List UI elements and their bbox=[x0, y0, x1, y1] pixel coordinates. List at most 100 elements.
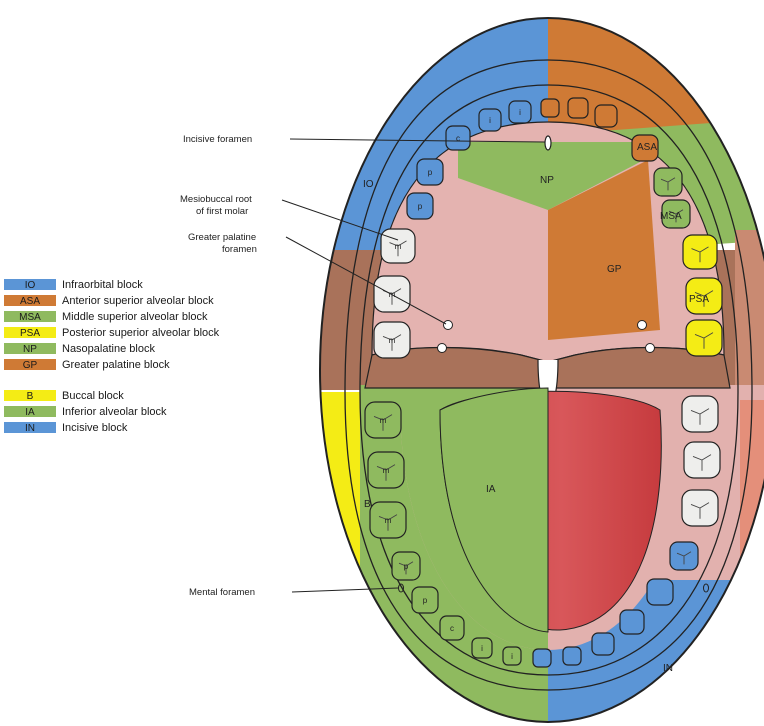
upper-left-tooth-1: i bbox=[509, 101, 531, 123]
lower-left-tooth-2: m bbox=[368, 452, 404, 488]
upper-front-tooth-1 bbox=[541, 99, 559, 117]
upper-left-tooth-6-label: m bbox=[395, 242, 402, 251]
legend-item-asa: ASA Anterior superior alveolar block bbox=[4, 295, 214, 307]
lower-left-tooth-1: m bbox=[365, 402, 401, 438]
legend-label-psa: Posterior superior alveolar block bbox=[62, 327, 220, 339]
legend-item-io: IO Infraorbital block bbox=[4, 279, 143, 291]
greater-palatine-foramen-left-1 bbox=[444, 321, 453, 330]
legend-label-io: Infraorbital block bbox=[62, 279, 143, 291]
legend-item-psa: PSA Posterior superior alveolar block bbox=[4, 327, 220, 339]
lower-left-tooth-8: i bbox=[503, 647, 521, 665]
legend-label-b: Buccal block bbox=[62, 390, 124, 402]
legend: IO Infraorbital block ASA Anterior super… bbox=[4, 279, 220, 434]
lower-right-tooth-1 bbox=[533, 649, 551, 667]
legend-abbr-ia: IA bbox=[25, 407, 35, 418]
lower-right-tooth-5-crown bbox=[647, 579, 673, 605]
legend-abbr-in: IN bbox=[25, 423, 35, 434]
legend-abbr-asa: ASA bbox=[20, 296, 40, 307]
lower-left-tooth-3: m bbox=[370, 502, 406, 538]
upper-front-tooth-2 bbox=[568, 98, 588, 118]
lower-right-tooth-3-crown bbox=[592, 633, 614, 655]
callout-mental-foramen: Mental foramen bbox=[189, 587, 255, 598]
legend-item-np: NP Nasopalatine block bbox=[4, 343, 155, 355]
lower-right-tooth-9 bbox=[682, 396, 718, 432]
region-label-io: IO bbox=[363, 179, 374, 190]
lower-right-tooth-7 bbox=[682, 490, 718, 526]
legend-abbr-b: B bbox=[27, 391, 34, 402]
upper-left-tooth-4: p bbox=[417, 159, 443, 185]
callout-mesiobuccal-2: of first molar bbox=[196, 206, 248, 217]
lower-left-tooth-5: p bbox=[412, 587, 438, 613]
lower-right-tooth-5 bbox=[647, 579, 673, 605]
upper-left-tooth-2-label: i bbox=[489, 116, 491, 125]
legend-abbr-gp: GP bbox=[23, 360, 38, 371]
lower-left-tooth-8-label: i bbox=[511, 652, 513, 661]
lower-left-tooth-5-label: p bbox=[423, 596, 428, 605]
upper-left-tooth-3-label: c bbox=[456, 134, 460, 143]
upper-left-tooth-2: i bbox=[479, 109, 501, 131]
region-label-b: B bbox=[364, 499, 371, 510]
upper-left-tooth-7: m bbox=[374, 276, 410, 312]
callout-greater-palatine-1: Greater palatine bbox=[188, 232, 256, 243]
region-label-psa: PSA bbox=[689, 294, 709, 305]
legend-abbr-np: NP bbox=[23, 344, 37, 355]
lower-left-tooth-4: p bbox=[392, 552, 420, 580]
region-label-np: NP bbox=[540, 175, 554, 186]
region-label-in: IN bbox=[663, 663, 673, 674]
upper-right-tooth-6 bbox=[686, 320, 722, 356]
legend-label-asa: Anterior superior alveolar block bbox=[62, 295, 214, 307]
upper-front-tooth-2-crown bbox=[568, 98, 588, 118]
lower-left-tooth-4-label: p bbox=[404, 562, 409, 571]
lower-left-tooth-7-label: i bbox=[481, 644, 483, 653]
region-label-msa: MSA bbox=[660, 211, 682, 222]
lower-right-tooth-4-crown bbox=[620, 610, 644, 634]
legend-item-ia: IA Inferior alveolar block bbox=[4, 406, 167, 418]
upper-front-tooth-1-crown bbox=[541, 99, 559, 117]
legend-label-np: Nasopalatine block bbox=[62, 343, 155, 355]
upper-left-tooth-3: c bbox=[446, 126, 470, 150]
lower-left-tooth-7: i bbox=[472, 638, 492, 658]
upper-left-tooth-8: m bbox=[374, 322, 410, 358]
upper-left-tooth-1-label: i bbox=[519, 108, 521, 117]
greater-palatine-foramen-right-1 bbox=[638, 321, 647, 330]
upper-left-tooth-5: p bbox=[407, 193, 433, 219]
upper-left-tooth-6: m bbox=[381, 229, 415, 263]
legend-abbr-io: IO bbox=[25, 280, 36, 291]
lower-left-tooth-3-label: m bbox=[385, 516, 392, 525]
legend-label-ia: Inferior alveolar block bbox=[62, 406, 167, 418]
lower-right-tooth-1-crown bbox=[533, 649, 551, 667]
lower-right-tooth-8 bbox=[684, 442, 720, 478]
incisive-foramen bbox=[545, 136, 551, 150]
greater-palatine-foramen-left-2 bbox=[438, 344, 447, 353]
lower-right-tooth-2-crown bbox=[563, 647, 581, 665]
lower-left-tooth-6-label: c bbox=[450, 624, 454, 633]
upper-right-tooth-2 bbox=[654, 168, 682, 196]
upper-left-tooth-8-label: m bbox=[389, 336, 396, 345]
region-label-asa: ASA bbox=[637, 142, 657, 153]
region-label-ia: IA bbox=[486, 484, 496, 495]
lower-right-tooth-2 bbox=[563, 647, 581, 665]
lower-left-tooth-1-label: m bbox=[380, 416, 387, 425]
legend-item-msa: MSA Middle superior alveolar block bbox=[4, 311, 208, 323]
upper-right-tooth-4 bbox=[683, 235, 717, 269]
lower-left-tooth-6: c bbox=[440, 616, 464, 640]
legend-abbr-psa: PSA bbox=[20, 328, 40, 339]
callout-greater-palatine-2: foramen bbox=[222, 244, 257, 255]
upper-front-tooth-3-crown bbox=[595, 105, 617, 127]
legend-label-msa: Middle superior alveolar block bbox=[62, 311, 208, 323]
greater-palatine-foramen-right-2 bbox=[646, 344, 655, 353]
upper-front-tooth-3 bbox=[595, 105, 617, 127]
legend-abbr-msa: MSA bbox=[19, 312, 41, 323]
legend-item-gp: GP Greater palatine block bbox=[4, 359, 170, 371]
region-label-gp: GP bbox=[607, 264, 622, 275]
right-brown-strip bbox=[735, 230, 764, 390]
lower-right-tooth-6 bbox=[670, 542, 698, 570]
legend-label-gp: Greater palatine block bbox=[62, 359, 170, 371]
upper-left-tooth-5-label: p bbox=[418, 202, 423, 211]
legend-item-b: B Buccal block bbox=[4, 390, 124, 402]
legend-item-in: IN Incisive block bbox=[4, 422, 128, 434]
lower-right-tooth-4 bbox=[620, 610, 644, 634]
lower-left-tooth-2-label: m bbox=[383, 466, 390, 475]
lower-right-tooth-3 bbox=[592, 633, 614, 655]
